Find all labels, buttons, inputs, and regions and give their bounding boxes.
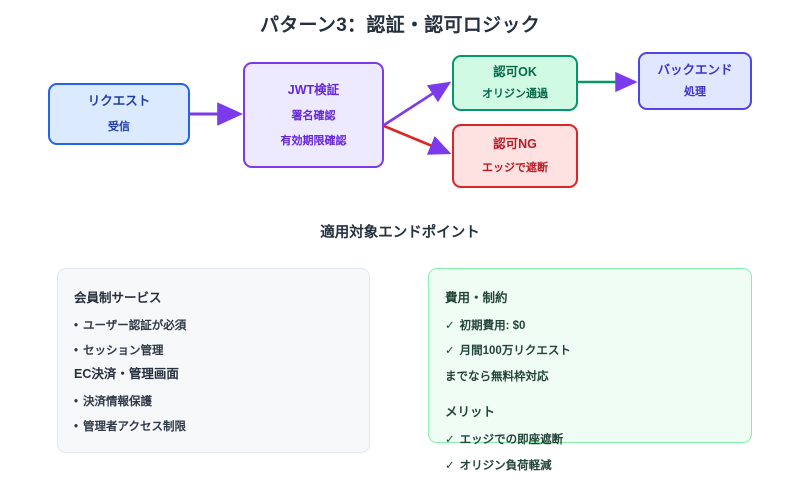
group-title: メリット	[445, 405, 496, 420]
list-item: ✓ エッジでの即座遮断	[445, 433, 735, 447]
list-item-label: 月間100万リクエスト	[459, 345, 571, 358]
group: 費用・制約 ✓ 初期費用: $0 ✓ 月間100万リクエストまでなら無料枠対応	[445, 287, 735, 384]
list-item: までなら無料枠対応	[445, 370, 735, 384]
list-item-label: オリジン負荷軽減	[459, 459, 552, 472]
list-item-label: ユーザー認証が必須	[83, 320, 187, 332]
list-item: • 決済情報保護	[74, 395, 353, 409]
node-request-title: リクエスト	[87, 94, 151, 109]
list-item-label: 初期費用: $0	[459, 320, 526, 332]
list-item: ✓ 初期費用: $0	[445, 319, 735, 333]
list-item-label: 管理者アクセス制限	[83, 421, 186, 434]
node-jwt-verify[interactable]: JWT検証 署名確認 有効期限確認	[243, 62, 384, 168]
list-item-label: エッジでの即座遮断	[459, 434, 564, 447]
node-authz-ng-title: 認可NG	[493, 137, 537, 152]
flow-connectors	[190, 71, 638, 155]
list-item-label: 決済情報保護	[83, 395, 153, 408]
check-icon: ✓	[445, 345, 455, 358]
list-item: ✓ オリジン負荷軽減	[445, 459, 735, 473]
node-authz-ng-sub: エッジで遮断	[482, 162, 548, 175]
page-title: パターン3：認証・認可ロジック	[259, 15, 541, 36]
bullet-icon: •	[74, 345, 79, 358]
check-icon: ✓	[445, 434, 455, 447]
node-request[interactable]: リクエスト 受信	[48, 83, 190, 145]
panel-target-endpoints: 会員制サービス • ユーザー認証が必須 • セッション管理 EC決済・管理画面 • 決済情報保…	[57, 268, 370, 453]
list-item: • ユーザー認証が必須	[74, 319, 353, 333]
node-authz-ok-sub: オリジン通過	[482, 88, 548, 101]
edge-jwt-to-ng	[383, 124, 452, 155]
bullet-icon: •	[74, 395, 79, 408]
list-item: ✓ 月間100万リクエスト	[445, 344, 735, 358]
edge-jwt-to-ok	[383, 81, 452, 127]
check-icon: ✓	[445, 459, 455, 472]
group-title: 会員制サービス	[74, 291, 162, 305]
flow-diagram: リクエスト 受信 JWT検証 署名確認 有効期限確認 認可OK オリジン通過 認…	[0, 0, 800, 210]
node-jwt-title: JWT検証	[287, 82, 340, 97]
node-authz-ok[interactable]: 認可OK オリジン通過	[452, 55, 578, 111]
section-heading: 適用対象エンドポイント	[320, 225, 480, 241]
list-item: • 管理者アクセス制限	[74, 420, 353, 434]
node-authz-ng[interactable]: 認可NG エッジで遮断	[452, 124, 578, 188]
panel-cost-and-merits: 費用・制約 ✓ 初期費用: $0 ✓ 月間100万リクエストまでなら無料枠対応メリット ✓…	[428, 268, 752, 472]
node-request-sub: 受信	[108, 121, 130, 134]
list-item-label: までなら無料枠対応	[445, 370, 549, 383]
node-jwt-sub-signature: 署名確認	[291, 109, 336, 122]
bullet-icon: •	[74, 421, 79, 434]
node-backend[interactable]: バックエンド 処理	[638, 52, 752, 110]
list-item: • セッション管理	[74, 344, 353, 358]
group-title: 費用・制約	[445, 291, 508, 305]
bullet-icon: •	[74, 320, 79, 332]
check-icon: ✓	[445, 320, 455, 332]
list-item-label: セッション管理	[83, 345, 164, 358]
group: メリット ✓ エッジでの即座遮断 ✓ オリジン負荷軽減	[445, 401, 735, 473]
node-jwt-sub-expiry: 有効期限確認	[280, 135, 347, 148]
group-title: EC決済・管理画面	[74, 366, 179, 381]
node-backend-sub: 処理	[684, 86, 706, 99]
node-backend-title: バックエンド	[657, 63, 733, 78]
node-authz-ok-title: 認可OK	[493, 65, 537, 80]
group: EC決済・管理画面 • 決済情報保護 • 管理者アクセス制限	[74, 363, 353, 435]
group: 会員制サービス • ユーザー認証が必須 • セッション管理	[74, 287, 353, 359]
